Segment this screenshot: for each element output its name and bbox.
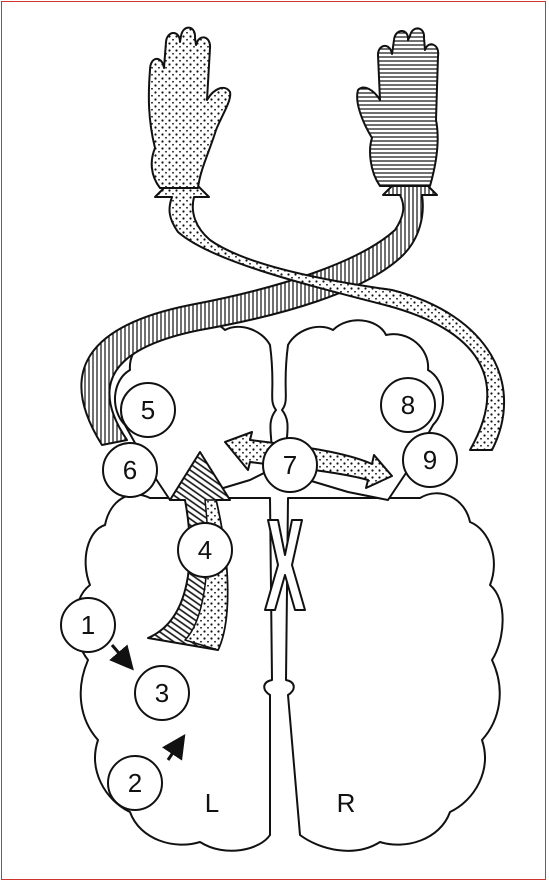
node-4: 4 [178, 523, 232, 577]
right-hand-icon [357, 28, 438, 186]
left-hemisphere-label: L [205, 788, 219, 818]
svg-text:3: 3 [155, 678, 169, 708]
right-hemisphere-lower [286, 493, 503, 850]
svg-text:5: 5 [141, 395, 155, 425]
node-6: 6 [103, 443, 157, 497]
node-9: 9 [403, 433, 457, 487]
node-8: 8 [381, 378, 435, 432]
node-7: 7 [263, 438, 317, 492]
node-5: 5 [121, 383, 175, 437]
svg-text:7: 7 [283, 450, 297, 480]
node-3: 3 [135, 666, 189, 720]
svg-text:8: 8 [401, 390, 415, 420]
left-hand-icon [149, 28, 230, 188]
node-1: 1 [61, 598, 115, 652]
svg-text:9: 9 [423, 445, 437, 475]
right-hemisphere-label: R [337, 788, 356, 818]
svg-text:2: 2 [128, 768, 142, 798]
svg-text:1: 1 [81, 610, 95, 640]
node-2: 2 [108, 756, 162, 810]
svg-text:4: 4 [198, 535, 212, 565]
svg-text:6: 6 [123, 455, 137, 485]
